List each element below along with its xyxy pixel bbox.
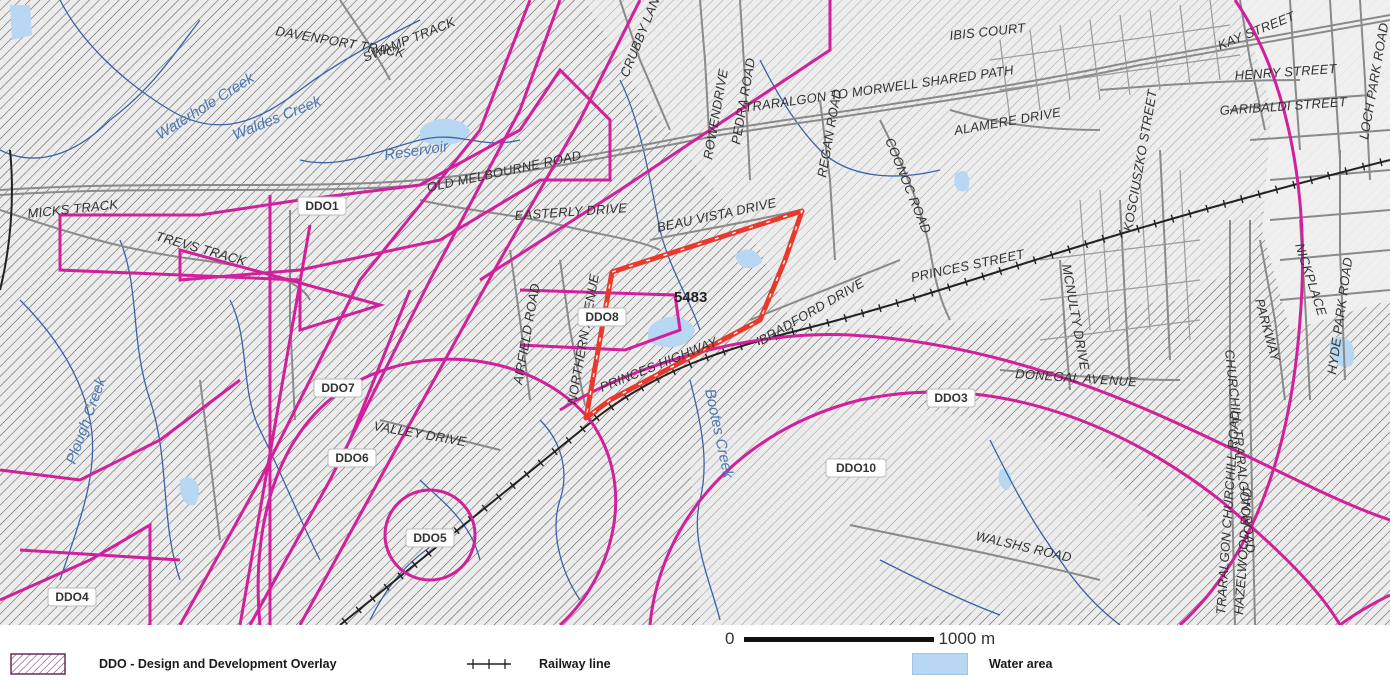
railway-tick [1344,167,1348,176]
svg-text:DDO7: DDO7 [321,381,355,395]
railway-tick [1032,256,1037,265]
svg-text:DDO3: DDO3 [934,391,968,405]
ddo-label-ddo3[interactable]: DDO3 [926,388,976,408]
legend-label-water: Water area [989,657,1053,671]
legend-water-swatch [912,653,968,675]
railway-tick [1153,219,1157,228]
railway-tick [1049,250,1054,259]
railway-tick [481,504,488,512]
svg-text:DDO6: DDO6 [335,451,369,465]
svg-text:DDO8: DDO8 [585,310,619,324]
legend-hatch-swatch [10,653,66,675]
railway-tick [704,353,709,362]
ddo-label-ddo1[interactable]: DDO1 [297,196,347,216]
railway-tick [1309,176,1313,185]
map-svg: DAVENPORT TRACK SWAMP TRACK OLD MELBOURN… [0,0,1390,625]
railway-tick [912,293,917,302]
railway-tick [523,470,530,478]
railway-tick [579,425,586,433]
legend-item-water: Water area [912,653,1052,675]
scale-bar-line [744,636,935,642]
railway-tick [411,561,418,569]
railway-tick [878,304,882,313]
creek-lines [0,0,1121,625]
railway-tick [1274,185,1279,194]
railway-tick [1292,180,1296,189]
railway-tick [397,572,404,580]
unhatched-south [690,406,1150,625]
railway-tick [369,594,376,603]
railway-tick [687,360,693,369]
map-canvas[interactable]: DAVENPORT TRACK SWAMP TRACK OLD MELBOURN… [0,0,1390,625]
railway-tick [1170,214,1175,223]
railway-tick [1240,195,1244,204]
railway-tick [860,309,865,318]
scale-bar: 0 1000 m [725,627,995,651]
railway-tick [355,606,362,614]
railway-tick [964,277,968,286]
legend-item-ddo: DDO - Design and Development Overlay [10,653,337,675]
map-legend [0,625,1390,686]
railway-tick [929,288,934,297]
railway-tick [1118,229,1123,238]
legend-label-railway: Railway line [539,657,611,671]
urban-street-grid [989,0,1241,341]
railway-tick [1015,261,1020,270]
railway-tick [895,298,899,308]
railway-tick [1361,162,1366,171]
railway-tick [981,272,985,281]
railway-tick [946,283,951,292]
railway-tick [1327,171,1331,180]
railway-tick [1136,224,1140,233]
railway-tick [551,448,558,456]
svg-text:DDO10: DDO10 [836,461,876,475]
railway-tick [509,481,516,490]
railway-tick [565,436,572,444]
ddo-label-ddo5[interactable]: DDO5 [405,528,455,548]
legend-railway-swatch [467,659,511,669]
railway-tick [998,266,1003,276]
railway-tick [1084,240,1089,249]
ddo-label-ddo6[interactable]: DDO6 [327,448,377,468]
subject-site-boundary [583,208,805,421]
railway-tick [721,347,726,356]
ddo-labels: DDO1 DDO3 DDO4 DDO5 DDO6 DDO7 [47,196,976,607]
railway-tick [425,549,432,557]
railway-tick [1205,204,1209,213]
site-number-label[interactable]: 5483 [674,289,707,306]
urban-area [1240,0,1390,330]
ddo-label-ddo8[interactable]: DDO8 [577,307,627,327]
unhatched-pocket [585,0,1275,330]
railway-tick [495,493,502,501]
railway-tick [1222,199,1227,208]
railway-tick [608,403,615,411]
svg-text:DDO5: DDO5 [413,531,447,545]
ddo-boundaries [0,0,1390,625]
ddo-label-ddo4[interactable]: DDO4 [47,587,97,607]
railway-tick [1188,209,1192,218]
railway-tick [1257,190,1261,199]
railway-tick [1101,234,1106,244]
railway-tick [537,459,544,467]
ddo-label-ddo7[interactable]: DDO7 [313,378,363,398]
road-label-henry-street: HENRY STREET [1234,61,1338,83]
railway-tick [1067,245,1071,254]
ddo-label-ddo10[interactable]: DDO10 [825,458,887,478]
railway-line [0,149,1390,625]
railway-tick [341,617,348,625]
railway-tick [383,583,390,591]
legend-item-railway: Railway line [465,653,611,675]
railway-tick [453,527,460,535]
scale-start-label: 0 [725,629,735,648]
scale-end-label: 1000 m [938,629,996,648]
railway-tick [843,314,848,323]
railway-tick [808,323,813,332]
svg-text:DDO4: DDO4 [55,590,89,604]
svg-text:DDO1: DDO1 [305,199,339,213]
railway-tick [593,414,600,422]
railway-tick [791,327,795,336]
legend-label-ddo: DDO - Design and Development Overlay [99,657,337,671]
railway-tick [826,318,830,327]
railway-tick [1379,158,1383,167]
